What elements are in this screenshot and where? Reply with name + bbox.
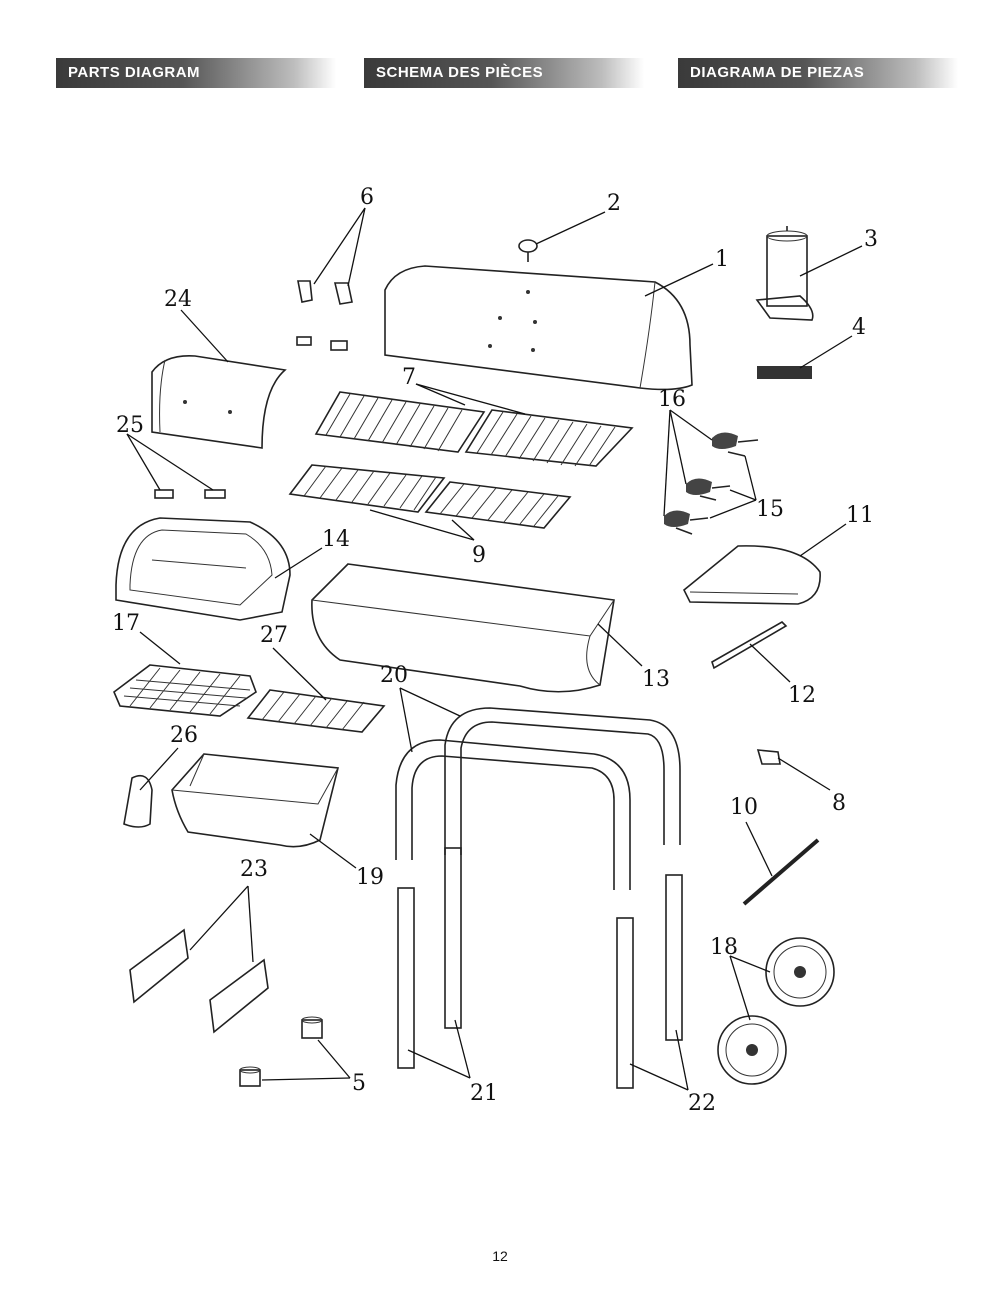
part-firebox-grate [113,664,257,717]
callout-10: 10 [730,795,758,820]
part-warming-racks [288,464,572,529]
part-firebox [115,517,291,621]
part-handles [664,432,759,535]
callout-23: 23 [240,857,268,882]
part-axle-bracket [756,749,781,765]
callout-2: 2 [607,191,621,216]
part-shelf-bracket [711,621,788,670]
header-schema-des-pieces: SCHEMA DES PIÈCES [364,58,644,88]
part-cooking-grates [314,391,634,467]
callout-6: 6 [360,185,374,210]
part-wheels [717,937,835,1085]
part-leg-frames [395,707,681,890]
callout-3: 3 [864,227,878,252]
part-lid-hinges [296,280,353,351]
callout-1: 1 [715,247,729,272]
page-number: 12 [492,1248,508,1264]
callout-15: 15 [756,497,784,522]
part-damper [123,774,153,828]
part-main-lid [384,265,693,391]
part-legs-left [397,847,462,1069]
callout-9: 9 [472,543,486,568]
part-leg-caps [239,1016,323,1087]
callout-20: 20 [380,663,408,688]
part-heat-shields [129,928,269,1034]
callout-22: 22 [688,1091,716,1116]
callout-25: 25 [116,413,144,438]
callout-24: 24 [164,287,192,312]
callout-26: 26 [170,723,198,748]
part-smokestack [755,226,814,321]
callout-14: 14 [322,527,350,552]
callout-18: 18 [710,935,738,960]
callout-13: 13 [642,667,670,692]
header-parts-diagram: PARTS DIAGRAM [56,58,336,88]
part-thermometer [518,239,538,262]
callout-27: 27 [260,623,288,648]
callout-16: 16 [658,387,686,412]
part-side-shelf [682,545,821,605]
callout-12: 12 [788,683,816,708]
callout-11: 11 [846,503,874,528]
callout-5: 5 [352,1071,366,1096]
callout-7: 7 [402,365,416,390]
callout-21: 21 [470,1081,498,1106]
callout-17: 17 [112,611,140,636]
header-diagrama-de-piezas: DIAGRAMA DE PIEZAS [678,58,958,88]
callout-8: 8 [832,791,846,816]
part-ash-pan [171,753,339,848]
part-legs-right [616,874,683,1089]
part-charcoal-grate [246,689,386,733]
part-firebox-lid-brackets [154,489,226,499]
leader-lines [126,207,863,1091]
part-axle [742,838,820,906]
part-nameplate [757,366,812,379]
callout-4: 4 [852,315,866,340]
part-barrel-body [311,563,615,693]
part-firebox-lid [151,355,287,449]
callout-19: 19 [356,865,384,890]
